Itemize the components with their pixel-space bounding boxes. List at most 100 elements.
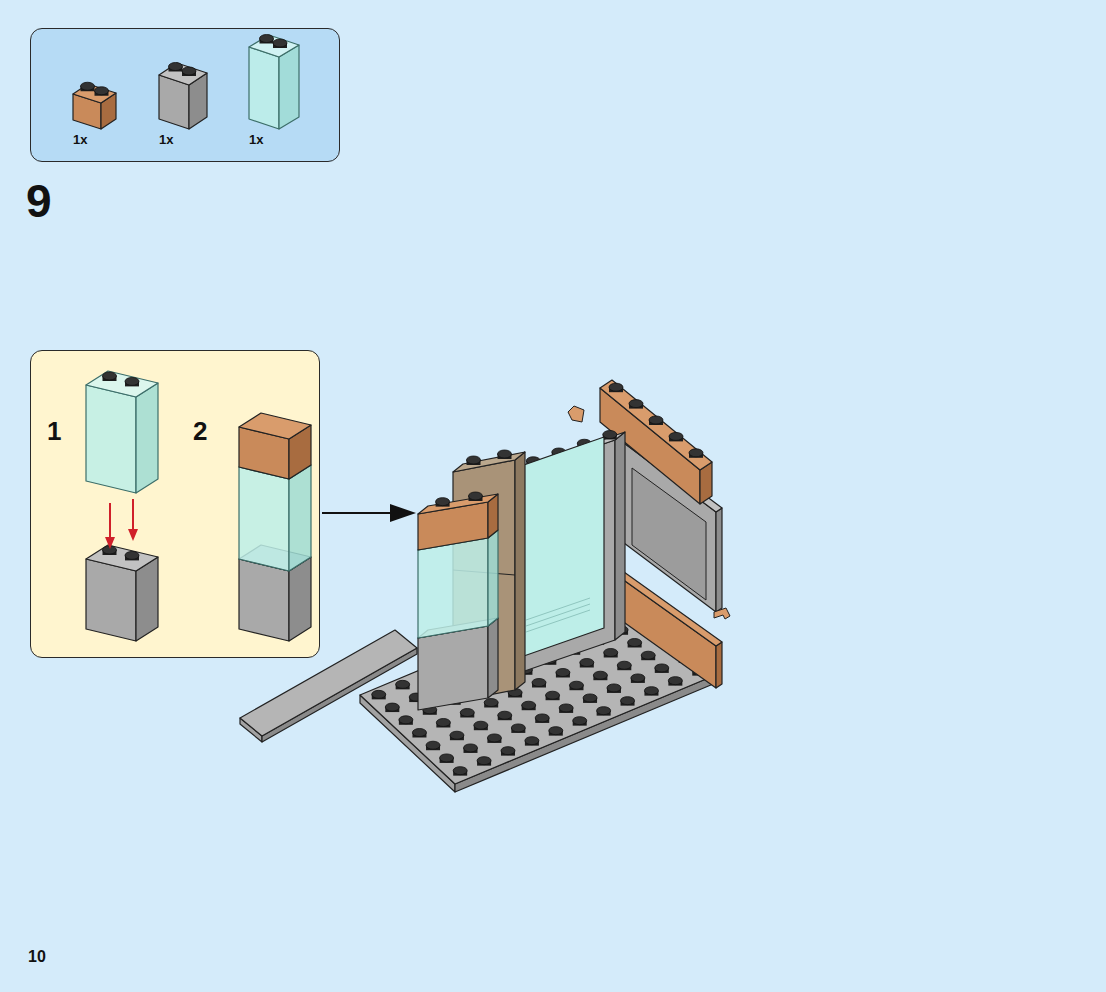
callout-arrow (322, 512, 392, 514)
brick-face (249, 47, 279, 129)
brick (418, 492, 498, 550)
stud (532, 679, 546, 687)
arrowhead (390, 504, 416, 522)
stud (556, 669, 570, 677)
stud (436, 719, 450, 727)
parts-illustration (31, 351, 321, 659)
brick-face (136, 383, 158, 493)
stud (125, 377, 139, 385)
part-count: 1x (159, 133, 173, 146)
stud (569, 681, 583, 689)
stud (498, 711, 512, 719)
stud (450, 731, 464, 739)
stud (399, 716, 413, 724)
stud (474, 721, 488, 729)
part-count: 1x (249, 133, 263, 146)
brick (86, 545, 158, 641)
stud (511, 724, 525, 732)
brick-face (716, 642, 722, 688)
stud (125, 551, 139, 559)
stud (593, 671, 607, 679)
substep-number: 1 (47, 418, 61, 444)
stud (603, 431, 617, 439)
stud (453, 767, 467, 775)
brick-face (86, 371, 158, 397)
page-number: 10 (28, 949, 46, 965)
stud (617, 661, 631, 669)
stud (629, 400, 643, 408)
brick-face (239, 559, 289, 641)
stud (609, 383, 623, 391)
stud (689, 449, 703, 457)
stud (412, 729, 426, 737)
stud (385, 703, 399, 711)
stud (169, 63, 183, 71)
brick-face (279, 45, 299, 129)
brick-face (453, 452, 525, 472)
door-frame (513, 431, 625, 676)
door-glass (521, 437, 604, 657)
stud (597, 707, 611, 715)
clip (714, 608, 730, 619)
stud (467, 456, 481, 464)
stud (604, 649, 618, 657)
brick-face (249, 35, 299, 57)
red-arrow (109, 503, 111, 541)
brick-face (418, 538, 488, 638)
brick-face (289, 465, 311, 571)
stud (426, 741, 440, 749)
brick-face (488, 618, 498, 698)
stud (546, 691, 560, 699)
stud (81, 82, 95, 90)
arrowhead (105, 537, 115, 549)
glass-panel (86, 371, 158, 493)
stud (668, 677, 682, 685)
stud (469, 492, 483, 500)
stud (182, 67, 196, 75)
stud (522, 701, 536, 709)
brick-face (159, 63, 207, 85)
stud (464, 744, 478, 752)
brick-face (515, 452, 525, 690)
stud (607, 684, 621, 692)
stud (559, 704, 573, 712)
stud (580, 659, 594, 667)
glass-line (526, 610, 590, 632)
brick-face (716, 508, 722, 612)
brick-face (86, 545, 158, 571)
part-count: 1x (73, 133, 87, 146)
brick-face (418, 494, 498, 514)
stud (273, 39, 287, 47)
parts-panel: 1x 1x 1x (30, 28, 340, 162)
stud (396, 680, 410, 688)
stud (549, 727, 563, 735)
stud (95, 87, 109, 95)
brick-face (86, 559, 136, 641)
stud (477, 757, 491, 765)
arrowhead (128, 529, 138, 541)
stud (535, 714, 549, 722)
brick-face (418, 626, 488, 710)
brick (73, 82, 116, 129)
clip (568, 406, 584, 422)
brick-face (239, 413, 311, 439)
brick-face (488, 530, 498, 626)
glass-panel (249, 35, 299, 130)
stud (669, 432, 683, 440)
glass-line (526, 598, 590, 620)
stud (631, 674, 645, 682)
stud (628, 639, 642, 647)
stud (501, 747, 515, 755)
red-arrow (132, 499, 134, 533)
brick-face (86, 385, 136, 493)
step-number: 9 (26, 178, 52, 224)
brick-face (239, 467, 289, 571)
stud (260, 35, 274, 43)
stud (372, 690, 386, 698)
substep-number: 2 (193, 418, 207, 444)
stud (498, 450, 512, 458)
stud (621, 697, 635, 705)
stud (487, 734, 501, 742)
stud (460, 709, 474, 717)
substep-callout: 12 (30, 350, 320, 658)
